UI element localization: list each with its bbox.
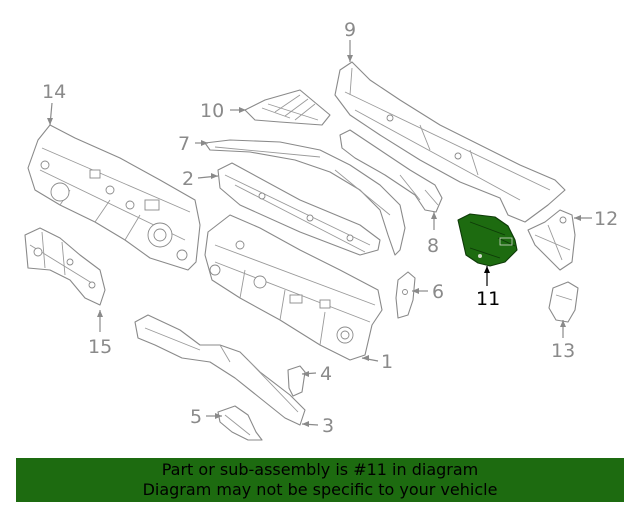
part-3-lower-rail[interactable]: [134, 314, 306, 426]
leader-arrowheads: [47, 55, 581, 427]
callout-11[interactable]: 11: [476, 288, 500, 310]
part-15-bracket[interactable]: [24, 227, 106, 306]
callout-13[interactable]: 13: [551, 340, 575, 362]
part-13-bracket[interactable]: [548, 281, 579, 323]
part-4-clip[interactable]: [287, 365, 306, 397]
part-1-cowl-panel[interactable]: [204, 214, 383, 361]
callout-14[interactable]: 14: [42, 81, 66, 103]
callout-1[interactable]: 1: [381, 351, 393, 373]
banner-line-2: Diagram may not be specific to your vehi…: [142, 480, 498, 499]
parts-diagram: 14 9 10 7 2 8 12 6 11 13 15 1 4 3 5: [24, 19, 618, 441]
part-9-cowl-top[interactable]: [334, 61, 566, 223]
part-10-cowl-grille[interactable]: [244, 89, 331, 126]
part-2-cowl-panel[interactable]: [217, 162, 381, 256]
callout-10[interactable]: 10: [200, 100, 224, 122]
callout-8[interactable]: 8: [427, 235, 439, 257]
part-12-bracket[interactable]: [527, 209, 576, 271]
callout-15[interactable]: 15: [88, 336, 112, 358]
callout-6[interactable]: 6: [432, 281, 444, 303]
callout-5[interactable]: 5: [190, 406, 202, 428]
part-6-bracket[interactable]: [395, 271, 416, 319]
part-11-highlighted[interactable]: [457, 213, 518, 267]
callout-4[interactable]: 4: [320, 363, 332, 385]
part-7-seal-strip[interactable]: [204, 139, 406, 256]
callout-3[interactable]: 3: [322, 415, 334, 437]
part-14-dash-panel[interactable]: [27, 124, 201, 271]
callout-numbers: 14 9 10 7 2 8 12 6 11 13 15 1 4 3 5: [42, 19, 618, 437]
banner-line-1: Part or sub-assembly is #11 in diagram: [161, 460, 479, 479]
info-banner: Part or sub-assembly is #11 in diagram D…: [16, 458, 624, 502]
callout-7[interactable]: 7: [178, 133, 190, 155]
part-5-plate[interactable]: [217, 405, 263, 441]
callout-12[interactable]: 12: [594, 208, 618, 230]
callout-9[interactable]: 9: [344, 19, 356, 41]
part-8-bracket[interactable]: [339, 129, 443, 213]
callout-2[interactable]: 2: [182, 168, 194, 190]
